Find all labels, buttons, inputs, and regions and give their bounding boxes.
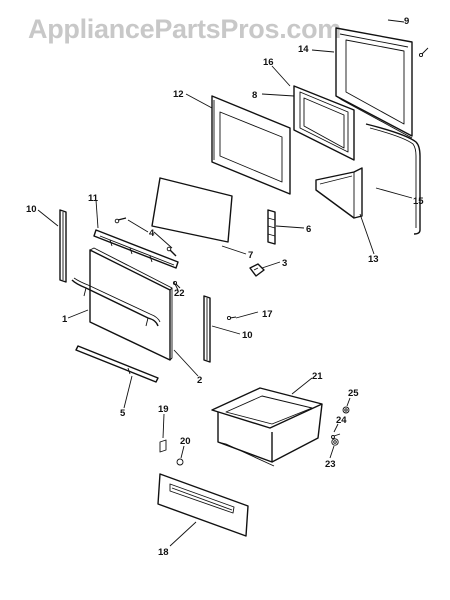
callout-16: 16: [263, 57, 274, 68]
part-hinge-clip: [249, 263, 265, 277]
part-drawer-front-panel: [157, 473, 249, 537]
callout-10-right: 10: [242, 330, 253, 341]
part-inner-door-panel: [211, 95, 291, 195]
part-door-bottom-trim: [75, 345, 159, 383]
callout-9: 9: [404, 16, 409, 27]
callout-3: 3: [282, 258, 287, 269]
part-outer-door-frame: [335, 27, 413, 139]
callout-2: 2: [197, 375, 202, 386]
part-roller-23: [331, 438, 339, 446]
watermark-text: AppliancePartsPros.com: [28, 14, 341, 44]
callout-19: 19: [158, 404, 169, 415]
callout-20: 20: [180, 436, 191, 447]
part-bumper-20: [176, 458, 184, 466]
part-door-side-trim-left: [59, 209, 67, 283]
callout-6: 6: [306, 224, 311, 235]
part-screws-4: [114, 217, 177, 257]
callout-13: 13: [368, 254, 379, 265]
part-drawer-body: [211, 387, 323, 467]
callout-1: 1: [62, 314, 68, 325]
callout-23: 23: [325, 459, 336, 470]
callout-12: 12: [173, 89, 184, 100]
callout-18: 18: [158, 547, 169, 558]
part-door-bracket-13: [315, 167, 363, 219]
callout-14: 14: [298, 44, 309, 55]
callout-8: 8: [252, 90, 257, 101]
leader-lines: [37, 19, 413, 547]
callout-17: 17: [262, 309, 273, 320]
callout-labels: 9 14 16 8 12 15 13 6 7 3 4 11 10 22 1 2 …: [26, 16, 424, 558]
callout-5: 5: [120, 408, 126, 419]
callout-22: 22: [174, 288, 185, 299]
callout-10-left: 10: [26, 204, 37, 215]
part-door-gasket: [365, 123, 421, 235]
callout-25: 25: [348, 388, 359, 399]
part-door-handle: [71, 277, 161, 327]
callout-4: 4: [149, 228, 155, 239]
part-outer-door-panel: [89, 247, 173, 361]
part-clip-19: [159, 439, 167, 453]
callout-15: 15: [413, 196, 424, 207]
part-roller-25: [342, 406, 350, 414]
part-window-glass-assembly: [293, 85, 355, 161]
part-bolt-24: [331, 433, 341, 439]
callout-21: 21: [312, 371, 323, 382]
part-screw-9: [418, 47, 429, 58]
part-door-top-trim: [93, 229, 179, 269]
callout-11: 11: [88, 193, 99, 204]
part-glass-panel: [151, 177, 233, 243]
part-screw-17: [226, 315, 237, 321]
part-hinge-bracket: [267, 209, 276, 245]
callout-24: 24: [336, 415, 347, 426]
callout-7: 7: [248, 250, 253, 261]
part-door-side-trim-right: [203, 295, 211, 363]
